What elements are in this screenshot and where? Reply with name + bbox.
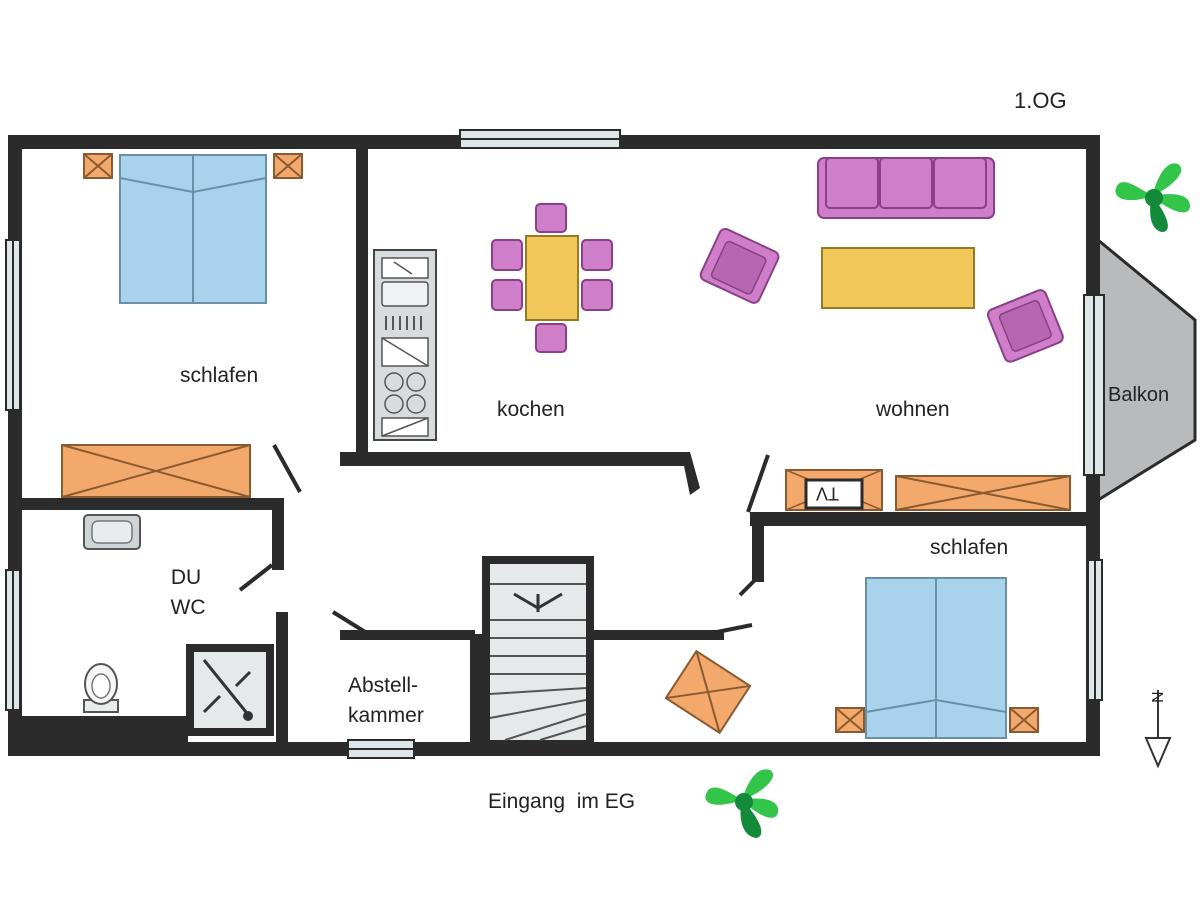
sofa (817, 157, 995, 219)
staircase (482, 556, 594, 746)
bed-top-left (119, 154, 267, 304)
north-arrow-icon (1144, 690, 1172, 769)
doors (238, 444, 770, 637)
nightstand-bottom-right (1009, 707, 1039, 733)
dining-table (525, 235, 579, 321)
interior-walls (8, 135, 1090, 747)
dresser-bottom (664, 649, 752, 735)
nightstand-left (83, 153, 113, 179)
room-label-storage-line2: kammer (348, 704, 424, 727)
armchair-left (699, 227, 780, 304)
room-label-storage-line1: Abstell- (348, 674, 419, 697)
wardrobe-top-left (61, 444, 251, 498)
shower (186, 644, 274, 736)
sink (83, 514, 141, 550)
bed-bottom-right (865, 577, 1007, 739)
room-label-bedroom-top-left: schlafen (180, 364, 259, 387)
kitchen-counter (373, 249, 437, 441)
room-label-living: wohnen (876, 398, 950, 421)
toilet (83, 663, 119, 713)
room-label-bathroom-line2: WC (170, 596, 206, 619)
coffee-table (821, 247, 975, 309)
armchair-right (986, 289, 1064, 363)
balcony (1096, 236, 1197, 503)
north-label: N (1147, 691, 1165, 703)
plant-icon (1115, 163, 1190, 232)
tv-label: TV (816, 483, 840, 504)
windows (5, 129, 1105, 759)
room-label-bathroom-line1: DU (170, 566, 202, 589)
room-label-kitchen: kochen (497, 398, 565, 421)
nightstand-bottom-left (835, 707, 865, 733)
sideboard-living (895, 475, 1071, 511)
entrance-label: Eingang im EG (488, 790, 636, 813)
floor-label: 1.OG (1014, 88, 1067, 113)
dining-chairs (491, 203, 613, 353)
plant-icon-entrance (705, 769, 779, 838)
nightstand-right (273, 153, 303, 179)
room-label-balcony: Balkon (1108, 384, 1170, 406)
tv-cabinet (785, 469, 883, 511)
room-label-bedroom-bottom-right: schlafen (930, 536, 1009, 559)
